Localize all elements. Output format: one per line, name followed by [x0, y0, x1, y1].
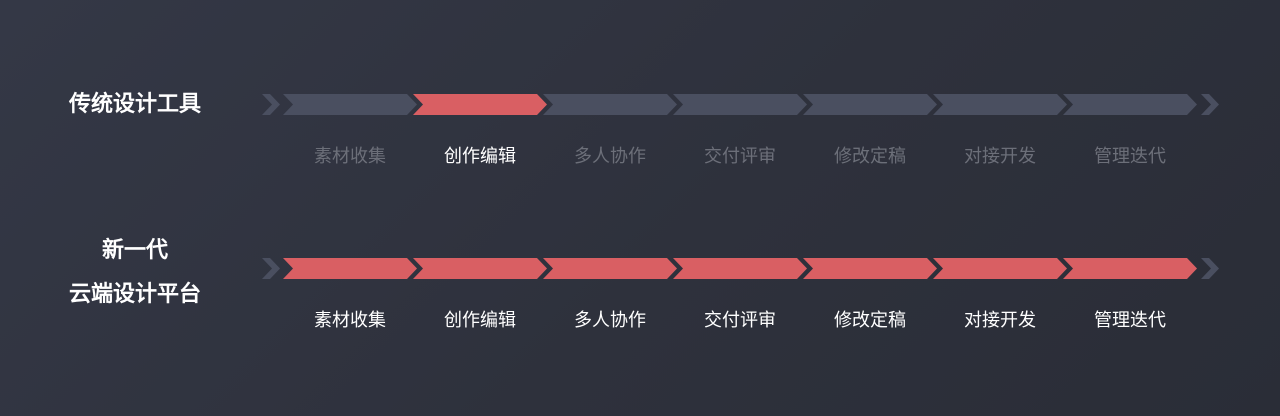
step-label: 对接开发	[964, 310, 1036, 331]
row-title-line: 新一代	[101, 238, 168, 263]
step-label: 管理迭代	[1094, 146, 1166, 167]
step-arrow	[283, 258, 417, 279]
step-label: 多人协作	[574, 146, 646, 167]
step-arrow	[933, 94, 1067, 115]
step-arrow	[1063, 258, 1197, 279]
step-arrow	[673, 94, 807, 115]
step-label: 创作编辑	[444, 146, 516, 167]
row-title-cloud: 新一代 云端设计平台	[40, 229, 230, 317]
step-arrow	[1063, 94, 1197, 115]
lead-chevron-icon	[262, 94, 280, 115]
step-arrow	[933, 258, 1067, 279]
step-arrow	[543, 258, 677, 279]
step-label: 对接开发	[964, 146, 1036, 167]
step-label: 素材收集	[314, 310, 386, 331]
lead-chevron-icon	[262, 258, 280, 279]
step-arrow	[803, 258, 937, 279]
step-label: 修改定稿	[834, 146, 906, 167]
row-title-line: 云端设计平台	[68, 282, 201, 307]
step-arrow	[413, 258, 547, 279]
trail-chevron-icon	[1201, 258, 1219, 279]
step-arrow	[673, 258, 807, 279]
step-label: 素材收集	[314, 146, 386, 167]
step-label: 交付评审	[704, 146, 776, 167]
step-label: 修改定稿	[834, 310, 906, 331]
row-title-line: 传统设计工具	[68, 92, 201, 117]
step-arrow	[413, 94, 547, 115]
step-label: 创作编辑	[444, 310, 516, 331]
step-label: 交付评审	[704, 310, 776, 331]
row-title-traditional: 传统设计工具	[40, 83, 230, 127]
step-arrow	[283, 94, 417, 115]
trail-chevron-icon	[1201, 94, 1219, 115]
step-arrow	[543, 94, 677, 115]
step-label: 多人协作	[574, 310, 646, 331]
step-label: 管理迭代	[1094, 310, 1166, 331]
step-arrow	[803, 94, 937, 115]
